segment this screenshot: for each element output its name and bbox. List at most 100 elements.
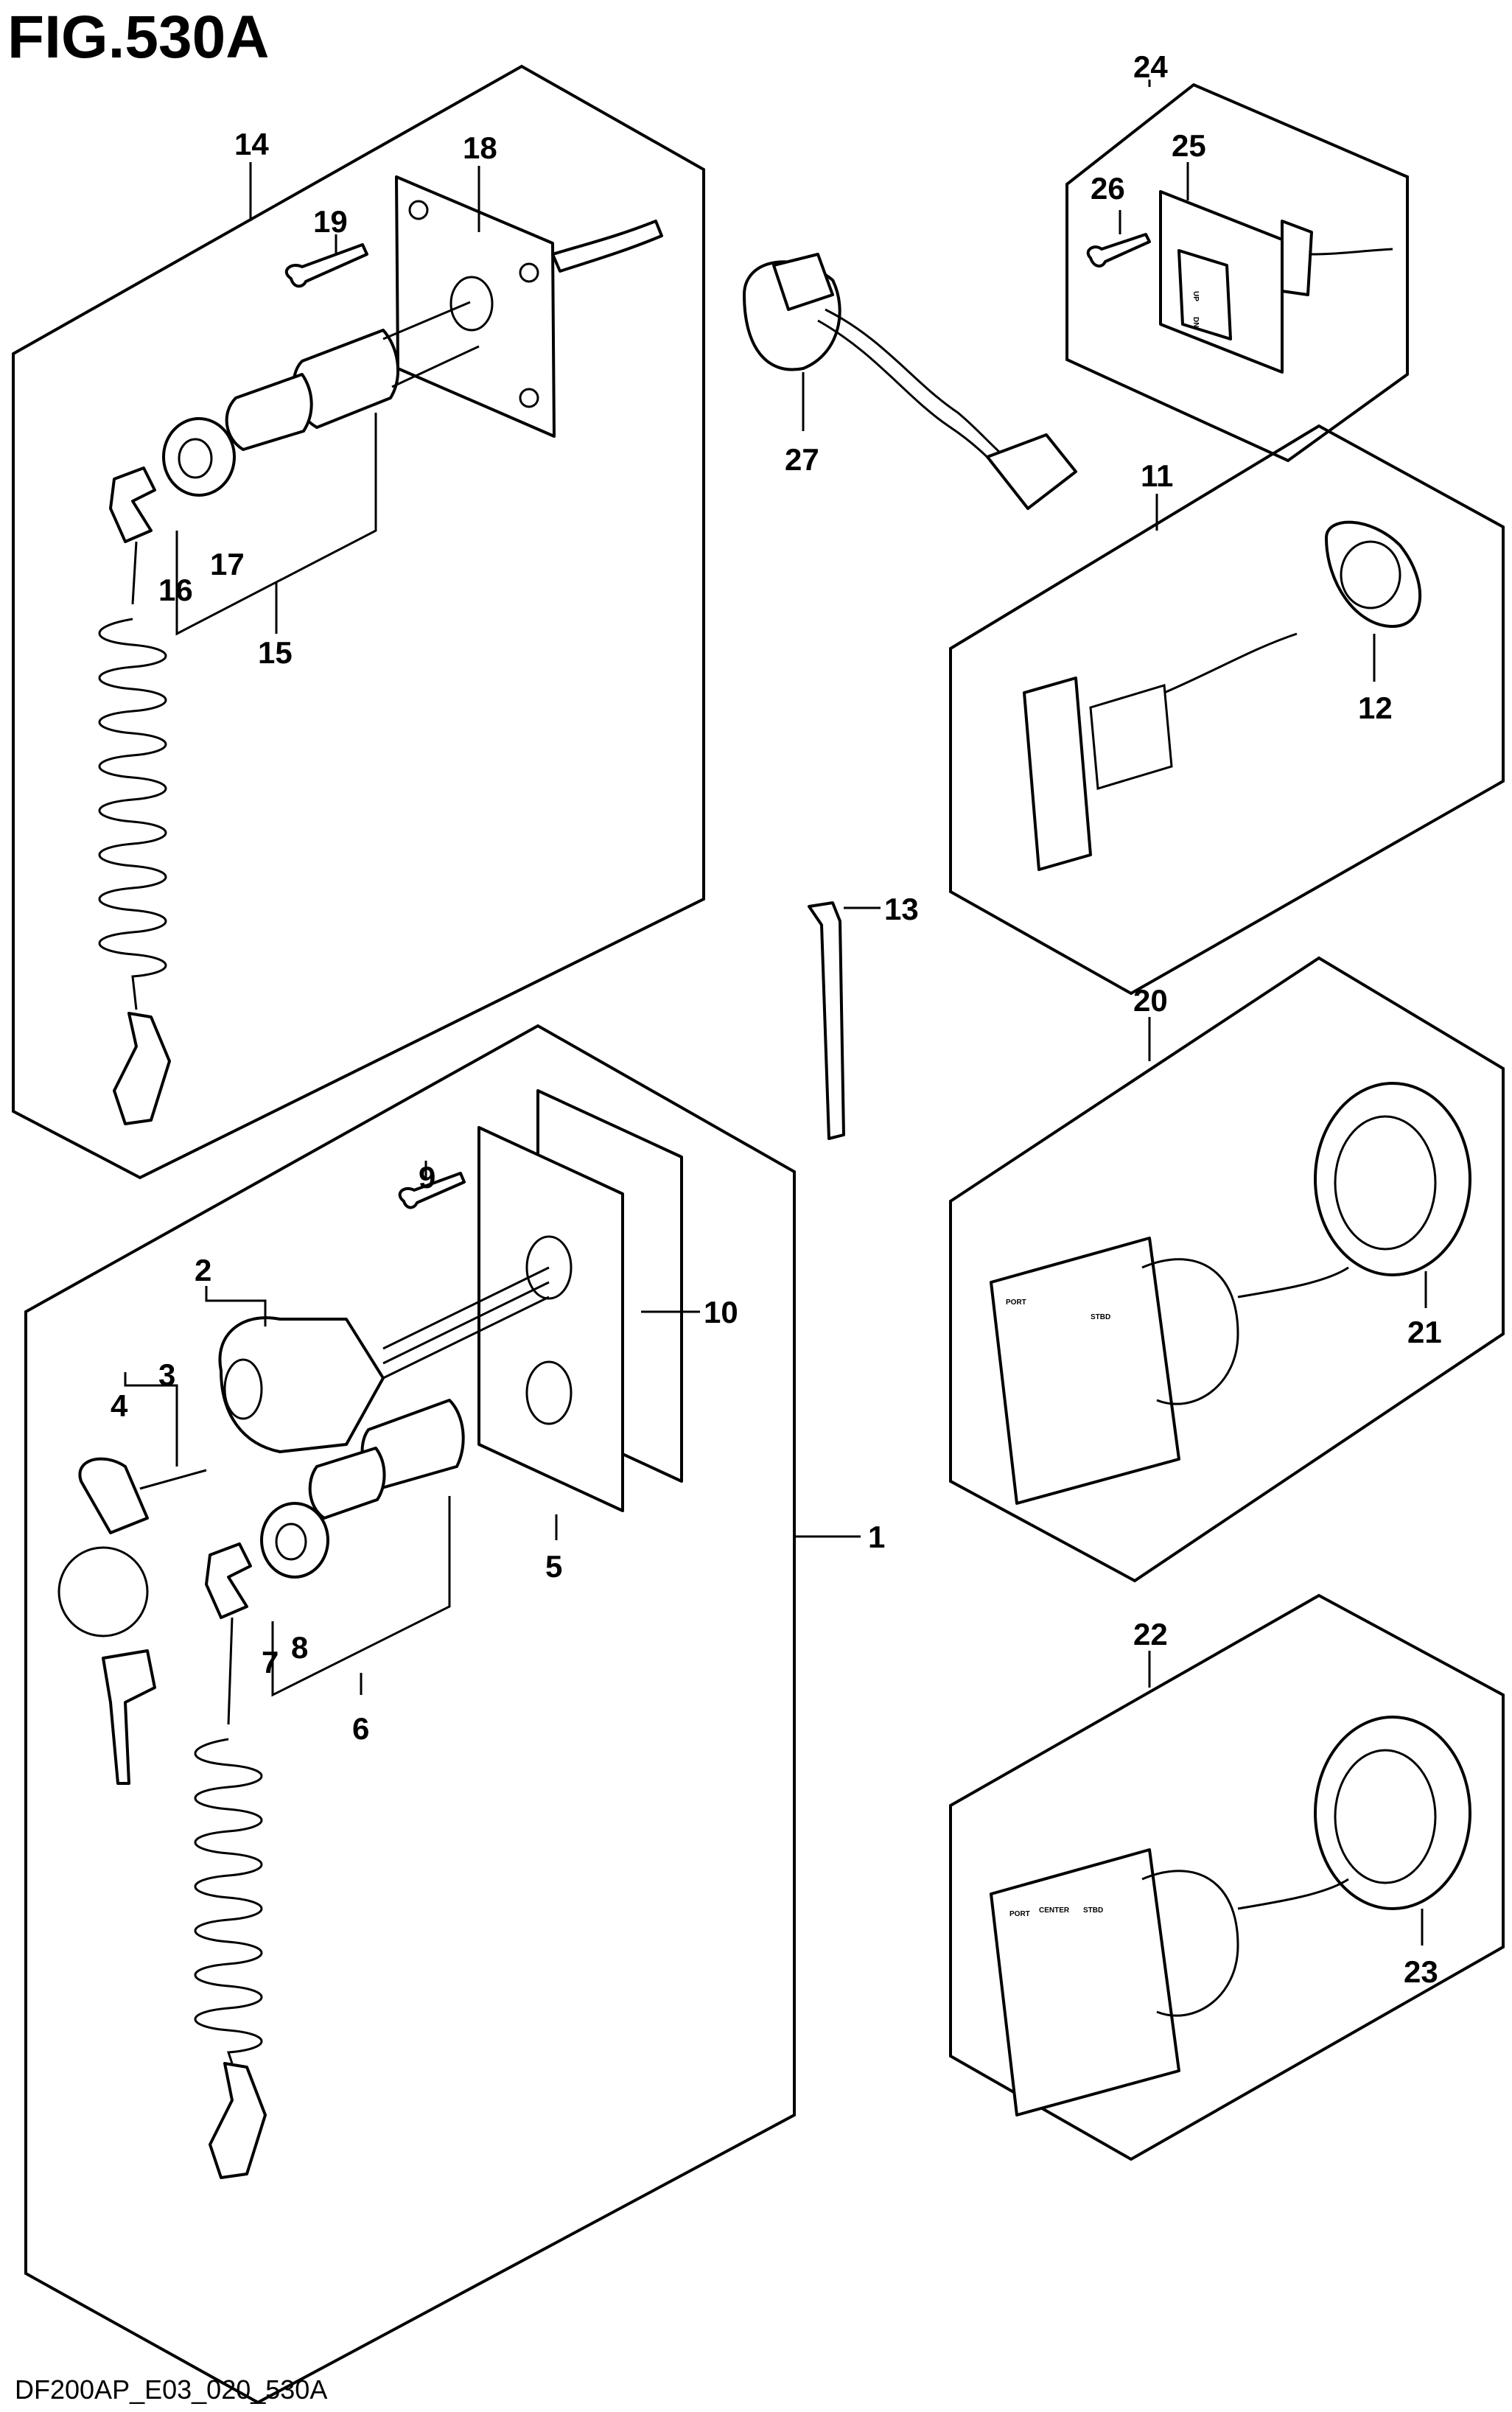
panel-22-cable — [1237, 1878, 1349, 1910]
harness-wires — [817, 308, 1010, 473]
panel-20-port: PORT — [1006, 1298, 1026, 1307]
callout-19: 19 — [313, 204, 348, 239]
frame-triple-panel — [949, 1593, 1505, 2161]
ring-12-inner — [1340, 540, 1401, 609]
panel-22-body — [990, 1848, 1180, 2116]
plug-connector — [986, 433, 1077, 510]
ring-23 — [1314, 1716, 1471, 1910]
switch-wires — [382, 1266, 550, 1380]
lanyard-clip — [109, 466, 156, 543]
callout-1: 1 — [868, 1520, 885, 1554]
mounting-plate — [395, 175, 556, 438]
callout-25: 25 — [1172, 128, 1206, 163]
key-blade — [139, 1469, 207, 1490]
callout-10: 10 — [704, 1295, 738, 1329]
switch-shaft — [382, 301, 480, 388]
callout-11: 11 — [1141, 458, 1173, 493]
figure-title: FIG.530A — [7, 4, 269, 71]
ring-12 — [1325, 520, 1422, 628]
frame-single-panel — [949, 424, 1505, 996]
stop-nut-hole — [275, 1523, 307, 1561]
harness-27 — [743, 253, 1077, 510]
panel-22-assembly: PORT CENTER STBD — [990, 1716, 1471, 2116]
trim-toggle — [1177, 249, 1232, 340]
panel-20-stbd: STBD — [1091, 1313, 1110, 1321]
callout-27: 27 — [785, 442, 819, 477]
trim-dn-label: DN — [1191, 317, 1200, 327]
trim-switch: UP DN — [1086, 190, 1393, 374]
callout-13: 13 — [884, 892, 919, 926]
panel-20-assembly: PORT STBD — [990, 1082, 1471, 1505]
callout-22: 22 — [1133, 1617, 1168, 1651]
plate-screw-hole — [408, 200, 429, 220]
spare-key — [102, 1649, 156, 1785]
callout-20: 20 — [1133, 983, 1168, 1018]
panel-20-neck — [1141, 1258, 1239, 1405]
trim-cable — [1309, 248, 1393, 256]
panel-22-center: CENTER — [1039, 1906, 1070, 1915]
callout-3: 3 — [158, 1357, 175, 1392]
lanyard-coil — [98, 541, 167, 1010]
plate-screw-hole — [519, 388, 539, 408]
ignition-key — [78, 1457, 149, 1534]
stop-nut — [260, 1502, 329, 1579]
callout-2: 2 — [195, 1253, 211, 1287]
plate-hole-lower — [525, 1360, 573, 1425]
panel-20-cable — [1237, 1266, 1349, 1298]
plate-hole — [449, 276, 494, 332]
panel-11-assembly — [1023, 520, 1422, 871]
callout-26: 26 — [1091, 171, 1125, 206]
screw — [284, 243, 368, 288]
panel-22-port: PORT — [1009, 1910, 1030, 1918]
cable — [551, 220, 663, 273]
connector-body — [772, 253, 834, 311]
plate-screw — [398, 1172, 466, 1209]
panel-11-neck — [1089, 684, 1173, 790]
panel-22-stbd: STBD — [1083, 1906, 1103, 1915]
callout-15: 15 — [258, 635, 293, 670]
ignition-switch — [218, 1316, 385, 1453]
ring-21 — [1314, 1082, 1471, 1276]
snap-hook — [113, 1012, 171, 1125]
kill-switch-assembly — [98, 175, 663, 1125]
panel-11-body — [1023, 677, 1092, 871]
callout-16: 16 — [158, 573, 193, 607]
trim-screw — [1086, 233, 1151, 268]
plunger — [225, 373, 313, 451]
key-ring — [57, 1546, 149, 1637]
callouts: 14 18 19 17 16 15 24 25 26 27 11 12 13 2… — [111, 49, 1442, 1989]
plate-screw-hole — [519, 262, 539, 283]
callout-21: 21 — [1407, 1315, 1442, 1349]
callout-18: 18 — [463, 130, 497, 165]
frame-dual-panel — [949, 956, 1505, 1583]
main-switch-assembly — [57, 1089, 683, 2179]
callout-7: 7 — [262, 1645, 279, 1679]
ring-23-inner — [1334, 1749, 1437, 1884]
frame-kill-switch — [12, 64, 705, 1180]
callout-17: 17 — [210, 547, 245, 581]
callout-23: 23 — [1404, 1954, 1438, 1989]
callout-9: 9 — [419, 1160, 435, 1195]
callout-6: 6 — [352, 1711, 369, 1746]
nut-hole — [178, 438, 213, 479]
main-lanyard-coil — [194, 1617, 263, 2064]
ring-21-inner — [1334, 1115, 1437, 1251]
frame-main-switch — [24, 1024, 796, 2405]
panel-11-cable — [1163, 632, 1298, 694]
frame-trim-switch — [1065, 83, 1409, 463]
callout-4: 4 — [111, 1388, 128, 1423]
panel-20-body — [990, 1237, 1180, 1505]
switch-plate — [477, 1126, 624, 1512]
plate-hole-upper — [525, 1235, 573, 1300]
cable-tie — [808, 901, 845, 1140]
main-lanyard-clip — [205, 1542, 252, 1619]
stop-switch — [360, 1399, 465, 1490]
callout-12: 12 — [1358, 691, 1393, 725]
nut — [162, 417, 236, 497]
callout-8: 8 — [291, 1630, 308, 1665]
callout-24: 24 — [1133, 49, 1168, 84]
trim-plug — [1281, 220, 1313, 296]
panel-22-neck — [1141, 1870, 1239, 2017]
main-snap-hook — [209, 2062, 267, 2179]
callout-5: 5 — [545, 1549, 562, 1584]
